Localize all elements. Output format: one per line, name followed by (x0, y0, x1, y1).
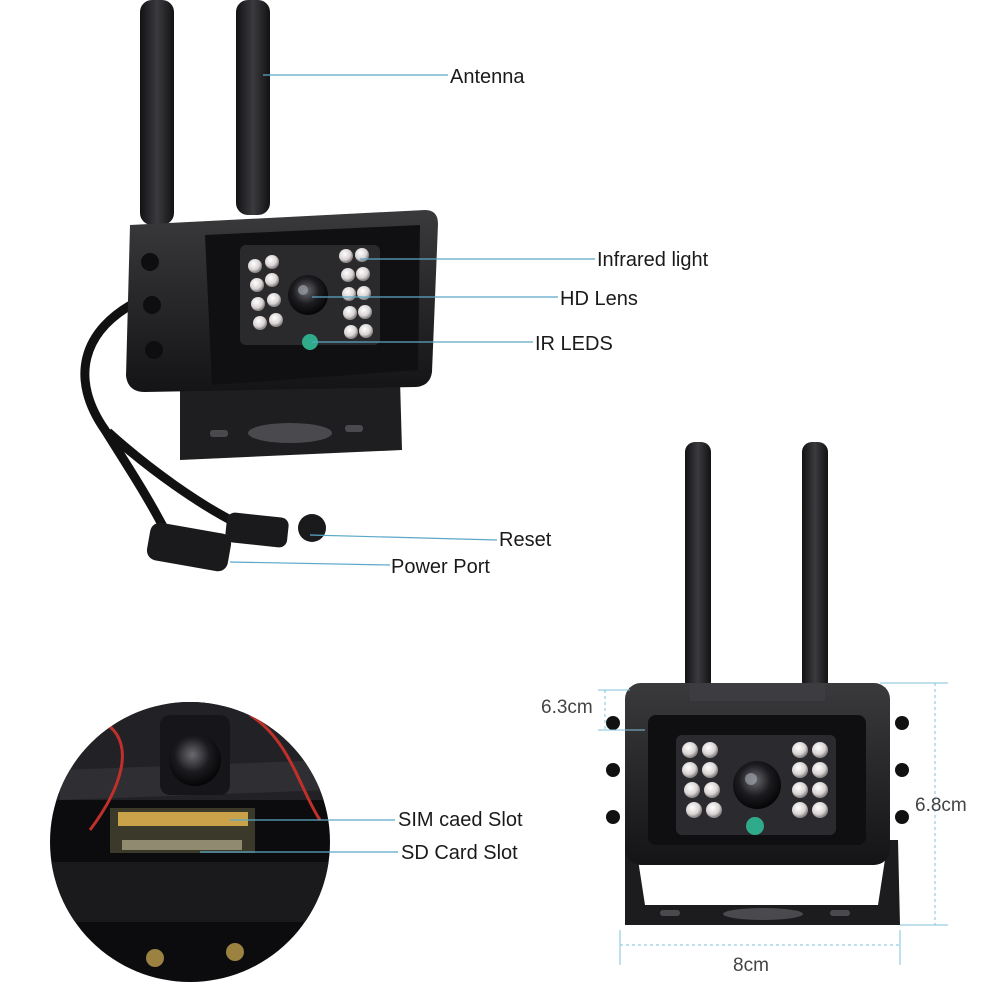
closeup-leaders (200, 819, 398, 853)
sim-card-slot (118, 812, 248, 826)
camera-cable (80, 295, 175, 543)
dimension-lines (598, 682, 948, 965)
pcb-closeup (50, 702, 330, 982)
dimension-height: 6.8cm (915, 795, 967, 816)
callout-ir-leds: IR LEDS (535, 333, 613, 355)
infrared-led-array (248, 248, 373, 339)
front-lens (733, 761, 781, 809)
reset-button (298, 514, 326, 542)
callout-infrared-light: Infrared light (597, 249, 709, 271)
front-led-array (682, 742, 828, 818)
callout-antenna: Antenna (450, 66, 525, 88)
camera-bracket (180, 380, 402, 460)
front-ir-sensor (746, 817, 764, 835)
front-antenna-right (802, 442, 828, 692)
antenna-left (140, 0, 174, 225)
main-camera-leaders (229, 74, 595, 566)
dimension-depth: 6.3cm (541, 697, 593, 718)
antenna-right (236, 0, 270, 215)
callout-reset: Reset (499, 529, 552, 551)
hd-lens (288, 275, 328, 315)
callout-sim-slot: SIM caed Slot (398, 809, 523, 831)
callout-sd-slot: SD Card Slot (401, 842, 518, 864)
front-antenna-left (685, 442, 711, 692)
dimension-width: 8cm (733, 955, 769, 976)
ir-sensor (302, 334, 318, 350)
main-camera (80, 0, 438, 572)
sd-card-slot (122, 840, 242, 850)
callout-hd-lens: HD Lens (560, 288, 638, 310)
front-camera (606, 442, 909, 925)
power-port-connector (146, 522, 232, 572)
callout-power-port: Power Port (391, 556, 490, 578)
